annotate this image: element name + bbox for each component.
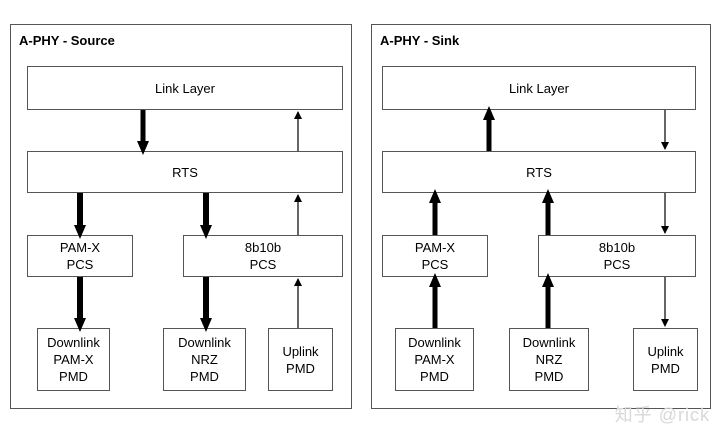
8b10b-pcs-block: 8b10b PCS <box>538 235 696 277</box>
watermark: 知乎 @rick <box>614 405 710 425</box>
uplink-pmd-block: Uplink PMD <box>633 328 698 391</box>
pam-x-pcs-block: PAM-X PCS <box>27 235 133 277</box>
panel-title: A-PHY - Source <box>19 33 115 48</box>
uplink-pmd-block: Uplink PMD <box>268 328 333 391</box>
downlink-pam-x-pmd-block: Downlink PAM-X PMD <box>395 328 474 391</box>
rts-block: RTS <box>382 151 696 193</box>
downlink-nrz-pmd-block: Downlink NRZ PMD <box>509 328 589 391</box>
link-layer-block: Link Layer <box>27 66 343 110</box>
downlink-pam-x-pmd-block: Downlink PAM-X PMD <box>37 328 110 391</box>
downlink-nrz-pmd-block: Downlink NRZ PMD <box>163 328 246 391</box>
rts-block: RTS <box>27 151 343 193</box>
8b10b-pcs-block: 8b10b PCS <box>183 235 343 277</box>
panel-title: A-PHY - Sink <box>380 33 460 48</box>
pam-x-pcs-block: PAM-X PCS <box>382 235 488 277</box>
link-layer-block: Link Layer <box>382 66 696 110</box>
